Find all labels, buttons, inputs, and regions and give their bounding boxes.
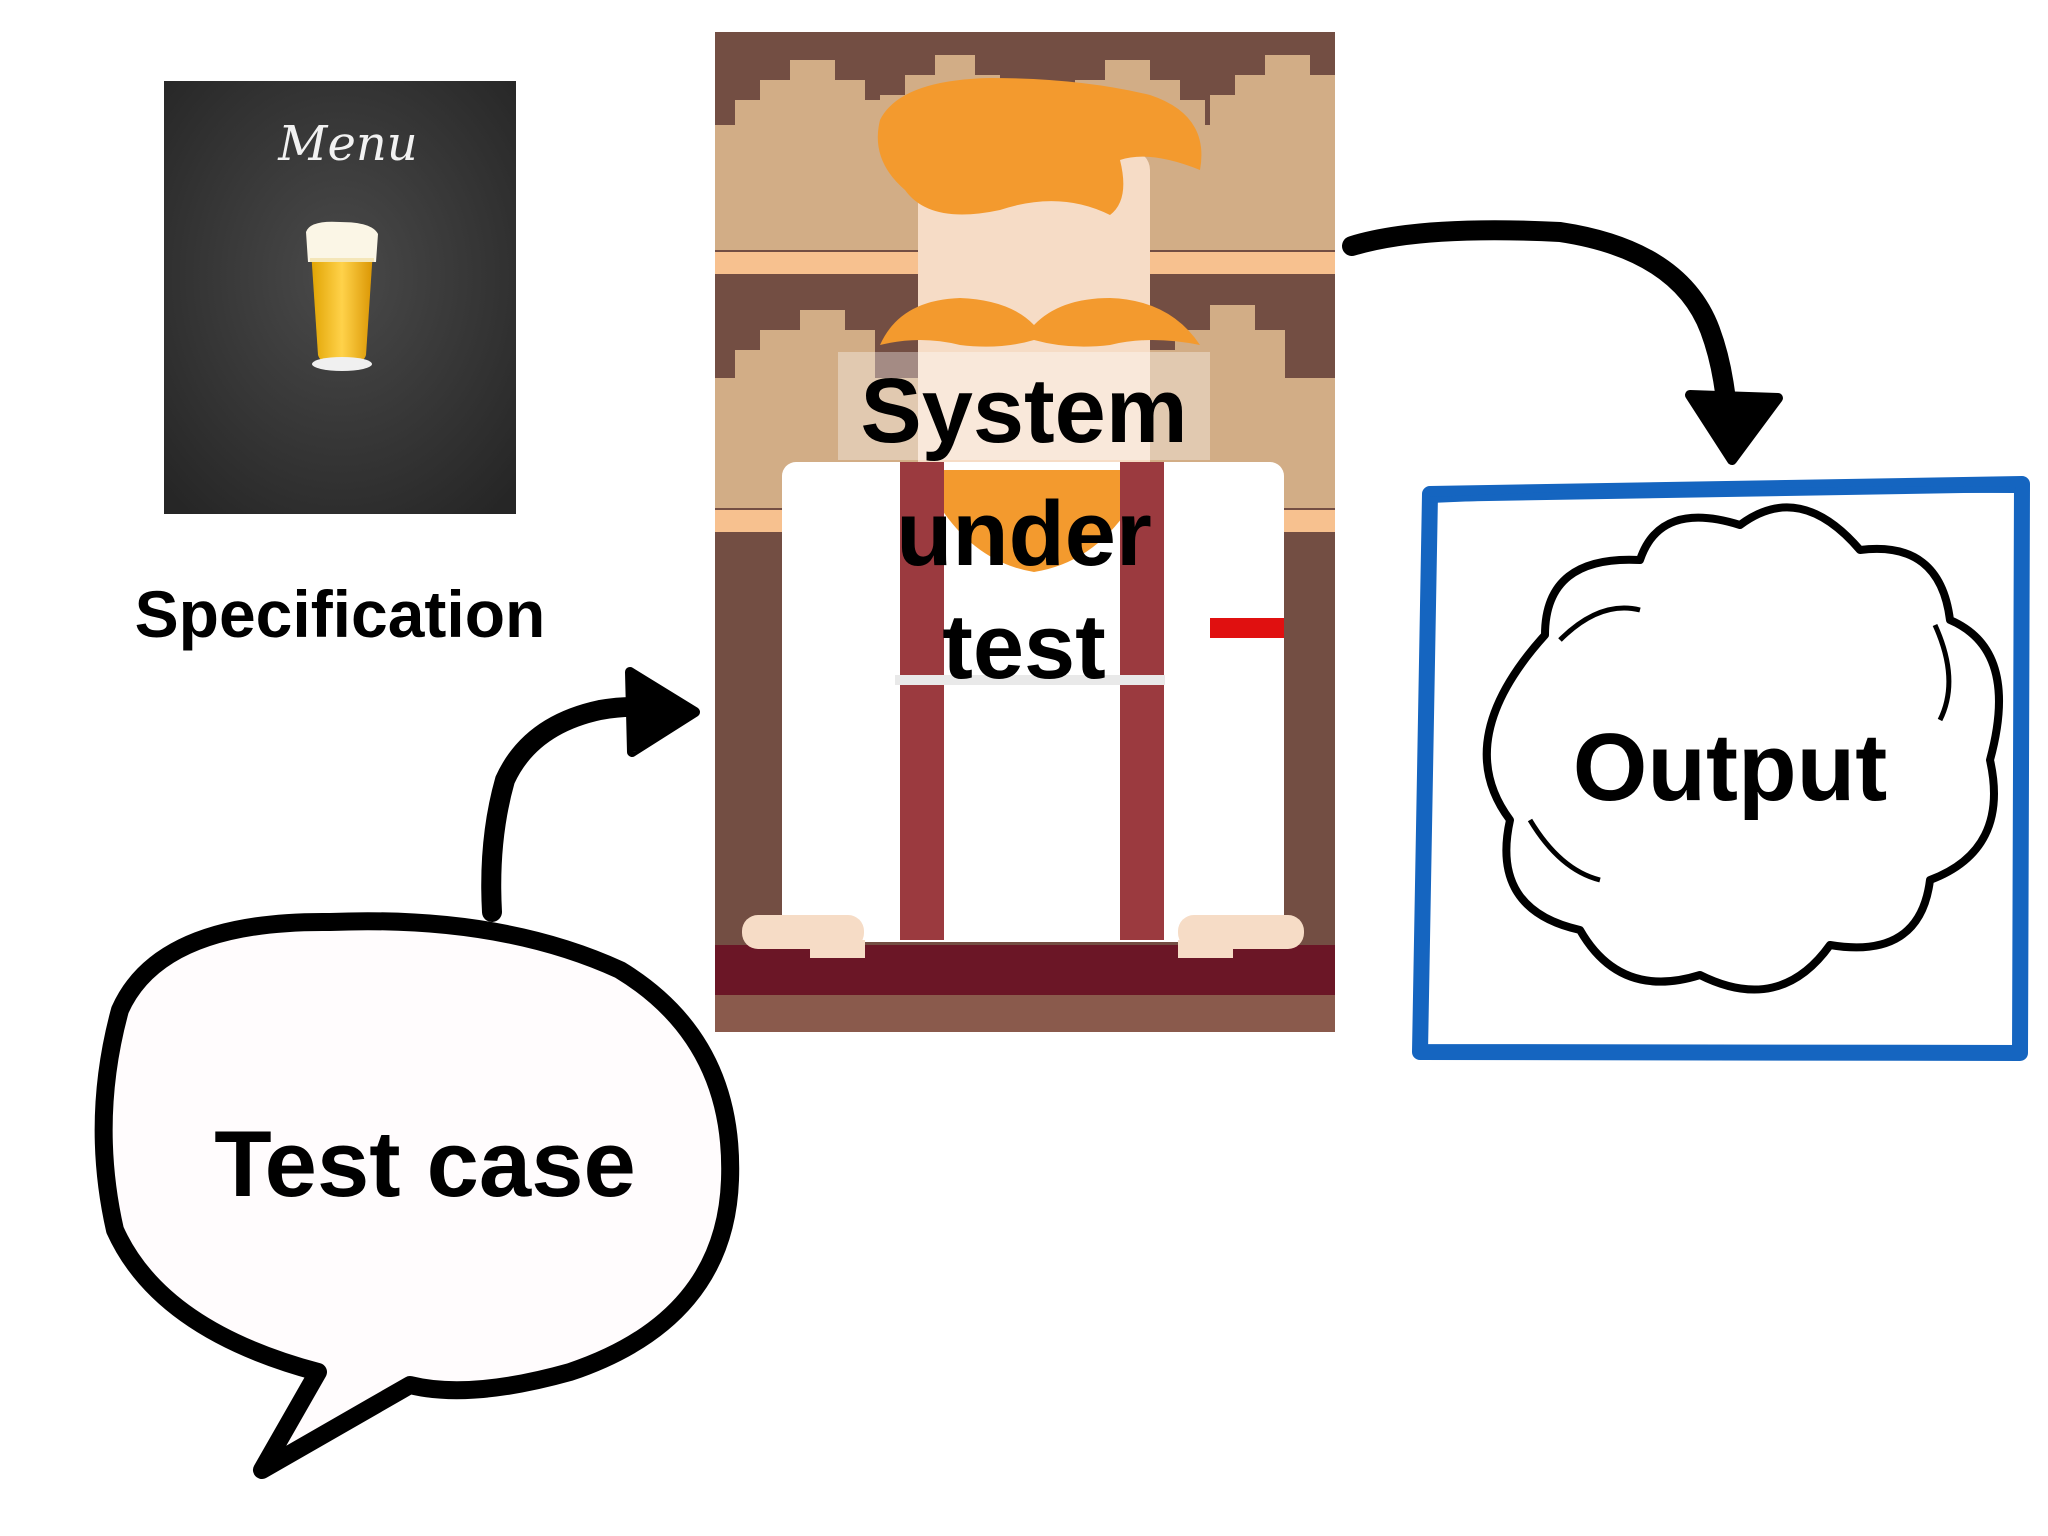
output-label: Output [1573, 714, 1888, 821]
arrow-to-system [481, 667, 700, 922]
label-panel [838, 352, 1210, 460]
menu-card: Menu [164, 81, 516, 514]
test-case-label: Test case [214, 1111, 636, 1216]
system-label-line-3: test [942, 596, 1106, 698]
bartender-illustration [715, 32, 1335, 1032]
test-case-speech-bubble [94, 912, 740, 1479]
arrow-to-output [1342, 220, 1783, 465]
menu-title: Menu [277, 116, 417, 172]
output-box [1412, 476, 2030, 1061]
system-under-test-label: System under test [860, 360, 1187, 698]
system-label-line-1: System [860, 360, 1187, 462]
specification-label: Specification [135, 577, 546, 651]
output-cloud [1482, 503, 2003, 994]
beer-glass-icon [306, 221, 378, 371]
system-label-line-2: under [896, 483, 1152, 585]
